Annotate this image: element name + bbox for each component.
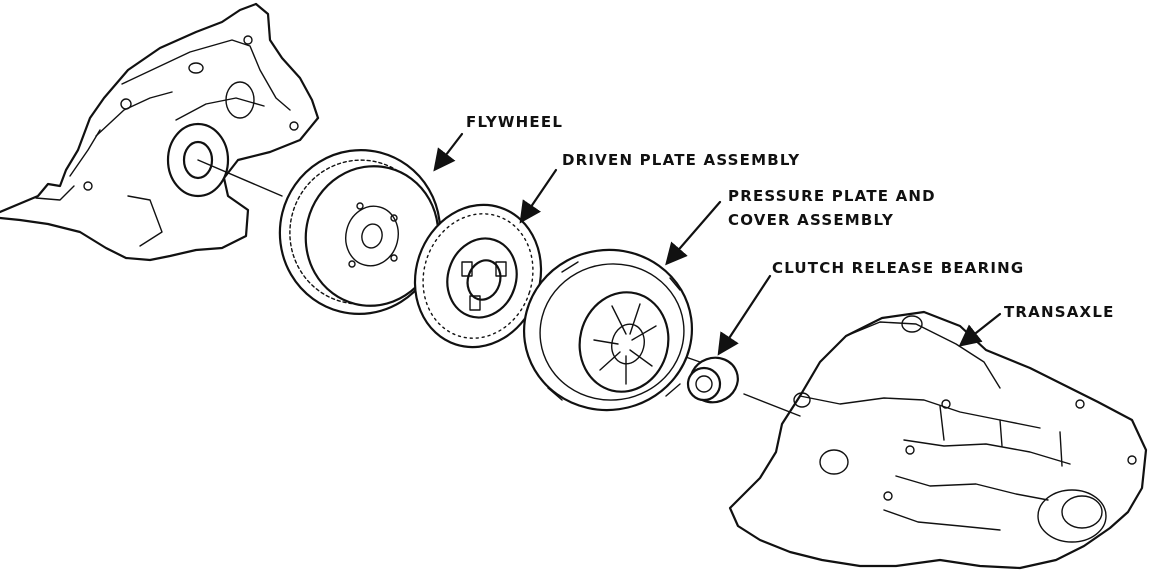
driven-plate-leader-arrow <box>519 168 558 224</box>
flywheel-label: FLYWHEEL <box>466 113 564 131</box>
pressure-plate-label-line1: PRESSURE PLATE AND <box>728 187 936 205</box>
pressure-plate-label-line2: COVER ASSEMBLY <box>728 211 895 229</box>
release-bearing <box>686 356 739 404</box>
transaxle-label: TRANSAXLE <box>1004 303 1115 321</box>
leader-arrows <box>433 132 1002 356</box>
release-bearing-label: CLUTCH RELEASE BEARING <box>772 259 1025 277</box>
transaxle-leader-arrow <box>958 312 1002 347</box>
transaxle <box>728 310 1148 570</box>
pressure-plate <box>522 248 694 412</box>
driven-plate-label: DRIVEN PLATE ASSEMBLY <box>562 151 801 169</box>
engine-block <box>0 2 320 262</box>
release-bearing-leader-arrow <box>717 274 772 356</box>
driven-plate <box>413 203 543 349</box>
flywheel-leader-arrow <box>433 132 464 172</box>
pressure-plate-leader-arrow <box>665 200 722 266</box>
